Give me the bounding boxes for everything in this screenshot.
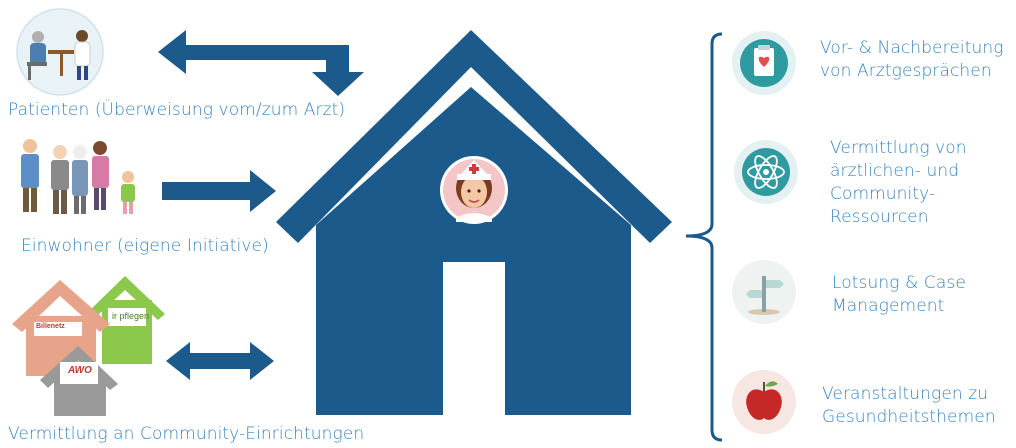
service-line: Vor- & Nachbereitung bbox=[820, 37, 1004, 60]
service-item-referral: Vermittlung von ärztlichen- und Communit… bbox=[830, 137, 967, 229]
services-brace bbox=[686, 34, 722, 440]
patient-arrow bbox=[158, 30, 364, 96]
awo-logo: AWO bbox=[68, 365, 92, 376]
service-line: Lotsung & Case bbox=[832, 272, 966, 295]
family-illustration bbox=[21, 139, 135, 214]
resident-arrow bbox=[162, 170, 276, 212]
patients-label: Patienten (Überweisung vom/zum Arzt) bbox=[8, 100, 345, 120]
doctor-patient-illustration bbox=[17, 9, 103, 95]
nurse-avatar bbox=[440, 156, 508, 224]
service-item-consultation: Vor- & Nachbereitung von Arztgesprächen bbox=[820, 37, 1004, 83]
service-line: Veranstaltungen zu bbox=[822, 383, 996, 406]
apple-icon bbox=[732, 370, 796, 434]
service-line: Gesundheitsthemen bbox=[822, 406, 996, 429]
signpost-icon bbox=[732, 260, 796, 324]
service-line: ärztlichen- und bbox=[830, 160, 967, 183]
community-label: Vermittlung an Community-Einrichtungen bbox=[8, 424, 364, 444]
community-arrow bbox=[166, 342, 274, 380]
residents-label: Einwohner (eigene Initiative) bbox=[21, 236, 269, 256]
service-item-events: Veranstaltungen zu Gesundheitsthemen bbox=[822, 383, 996, 429]
clipboard-heart-icon bbox=[732, 31, 796, 95]
community-houses-illustration bbox=[12, 276, 165, 416]
service-line: Ressourcen bbox=[830, 206, 967, 229]
billenetz-logo: Billenetz bbox=[36, 323, 65, 330]
atom-icon bbox=[734, 140, 798, 204]
service-line: Community- bbox=[830, 183, 967, 206]
pflegen-logo: ir pflegen bbox=[112, 311, 149, 321]
service-item-case-management: Lotsung & Case Management bbox=[832, 272, 966, 318]
service-line: Vermittlung von bbox=[830, 137, 967, 160]
service-line: Management bbox=[832, 295, 966, 318]
service-line: von Arztgesprächen bbox=[820, 60, 1004, 83]
